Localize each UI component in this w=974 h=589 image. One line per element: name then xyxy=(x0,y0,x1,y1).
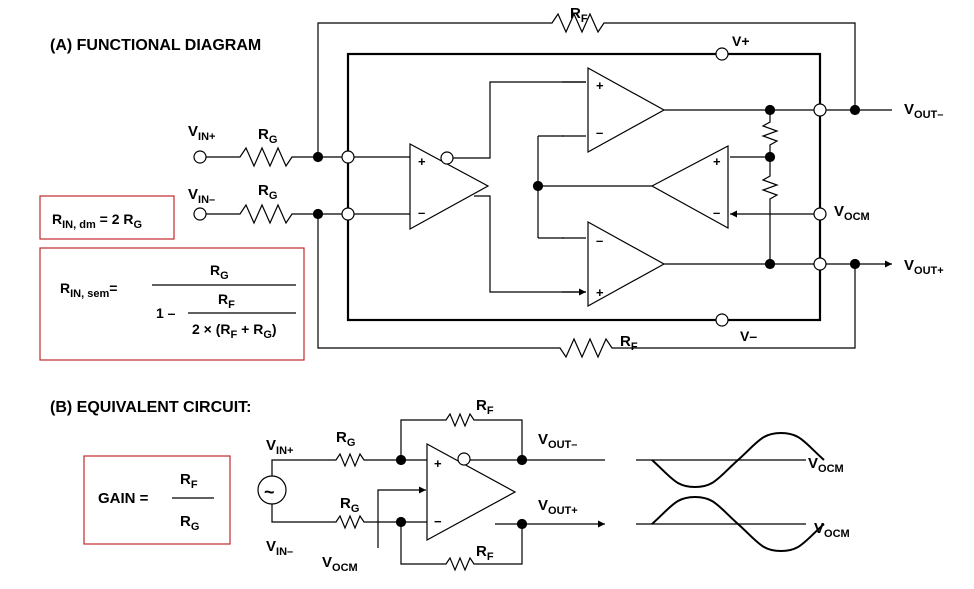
eq-rf-label-bottom: RF xyxy=(476,543,494,563)
top-output-amplifier xyxy=(587,66,666,154)
rin-dm-formula: RIN, dm = 2 RG xyxy=(52,211,142,231)
outputs xyxy=(470,459,605,524)
vout-plus-waveform xyxy=(651,495,825,553)
rin-sem-one-minus: 1 – xyxy=(156,305,176,321)
gain-label: GAIN = xyxy=(98,490,149,507)
pin-vout-minus xyxy=(813,103,827,117)
rin-sem-numerator: RG xyxy=(210,262,229,282)
top-feedback-wire xyxy=(317,12,856,157)
pin-v-minus xyxy=(715,313,729,327)
rg-label-plus: RG xyxy=(258,126,277,146)
equivalent-circuit xyxy=(257,412,825,572)
rf-label-top: RF xyxy=(570,5,588,25)
ac-source-glyph: ~ xyxy=(264,482,275,502)
section-b-title: (B) EQUIVALENT CIRCUIT: xyxy=(50,399,251,416)
bottom-output-amplifier xyxy=(587,220,666,308)
rin-sem-inner-denominator: 2 × (RF + RG) xyxy=(192,321,277,341)
inverting-output-bubble xyxy=(457,452,471,466)
bottom-amp-minus: – xyxy=(596,233,603,248)
vin-plus-terminal xyxy=(193,150,207,164)
eq-vout-plus-label: VOUT+ xyxy=(538,497,578,517)
bottom-amp-plus: + xyxy=(596,285,604,300)
junction-dot xyxy=(395,516,407,528)
input-amp-wires xyxy=(354,81,586,293)
vout-minus-waveform xyxy=(651,431,825,489)
junction-dot xyxy=(312,208,324,220)
eq-rg-label-top: RG xyxy=(336,429,355,449)
pin-in-minus xyxy=(341,207,355,221)
gain-numerator: RF xyxy=(180,471,198,491)
vocm-input xyxy=(377,486,426,548)
eq-vin-minus-label: VIN– xyxy=(266,538,293,558)
vout-minus-label: VOUT– xyxy=(904,101,943,121)
vin-minus-wire xyxy=(206,203,342,225)
inverting-output-bubble xyxy=(440,151,454,165)
junction-dot xyxy=(516,518,528,530)
ac-source xyxy=(257,475,287,505)
vin-plus-label: VIN+ xyxy=(188,123,215,143)
source-wires xyxy=(271,452,427,530)
gain-box xyxy=(83,455,231,545)
eq-amp-minus: − xyxy=(434,514,442,529)
rin-sem-lhs: RIN, sem= xyxy=(60,280,117,300)
functional-diagram xyxy=(193,12,892,359)
eq-rg-label-bottom: RG xyxy=(340,495,359,515)
section-a-title: (A) FUNCTIONAL DIAGRAM xyxy=(50,37,261,54)
input-amp-minus: – xyxy=(418,205,425,220)
input-amplifier xyxy=(409,142,490,231)
rf-label-bottom: RF xyxy=(620,333,638,353)
v-minus-label: V– xyxy=(740,328,757,344)
junction-dot xyxy=(395,454,407,466)
ic-package-outline xyxy=(346,52,822,322)
wave-vocm-label-top: VOCM xyxy=(808,455,844,475)
cm-amp-plus: + xyxy=(713,154,721,169)
vout-plus-label: VOUT+ xyxy=(904,257,944,277)
eq-vout-minus-label: VOUT– xyxy=(538,431,577,451)
vin-minus-label: VIN– xyxy=(188,186,215,206)
pin-vocm xyxy=(813,207,827,221)
junction-dot xyxy=(312,151,324,163)
cm-loop-wires xyxy=(537,136,652,238)
vin-minus-terminal xyxy=(193,207,207,221)
top-amp-minus: – xyxy=(596,125,603,140)
rin-dm-box xyxy=(39,195,175,240)
rg-label-minus: RG xyxy=(258,182,277,202)
junction-dot xyxy=(516,454,528,466)
bottom-feedback-wire xyxy=(317,214,856,359)
cm-amp-minus: – xyxy=(713,205,720,220)
vout-arrows xyxy=(855,109,892,264)
top-feedback xyxy=(400,412,523,460)
amp-polarity-signs: + – + – – + + – xyxy=(418,78,721,300)
vin-plus-wire xyxy=(206,146,342,168)
cm-feedback-lines xyxy=(538,135,564,239)
wave-vocm-label-bottom: VOCM xyxy=(814,520,850,540)
eq-vocm-input-label: VOCM xyxy=(322,554,358,574)
vocm-label: VOCM xyxy=(834,203,870,223)
top-amp-plus: + xyxy=(596,78,604,93)
fully-differential-amplifier xyxy=(426,442,517,542)
eq-amp-plus: + xyxy=(434,456,442,471)
eq-vin-plus-label: VIN+ xyxy=(266,437,293,457)
common-mode-amplifier xyxy=(650,145,729,230)
pin-vout-plus xyxy=(813,257,827,271)
eq-rf-label-top: RF xyxy=(476,397,494,417)
bottom-feedback xyxy=(400,522,523,572)
pin-in-plus xyxy=(341,150,355,164)
sense-divider xyxy=(761,110,779,264)
pin-v-plus xyxy=(715,47,729,61)
v-plus-label: V+ xyxy=(732,33,750,49)
cm-feedback-arrows xyxy=(562,135,814,239)
input-amp-arrows xyxy=(562,81,586,292)
input-amp-plus: + xyxy=(418,154,426,169)
rin-sem-inner-numerator: RF xyxy=(218,291,235,311)
rin-sem-box xyxy=(39,247,305,361)
gain-denominator: RG xyxy=(180,513,199,533)
